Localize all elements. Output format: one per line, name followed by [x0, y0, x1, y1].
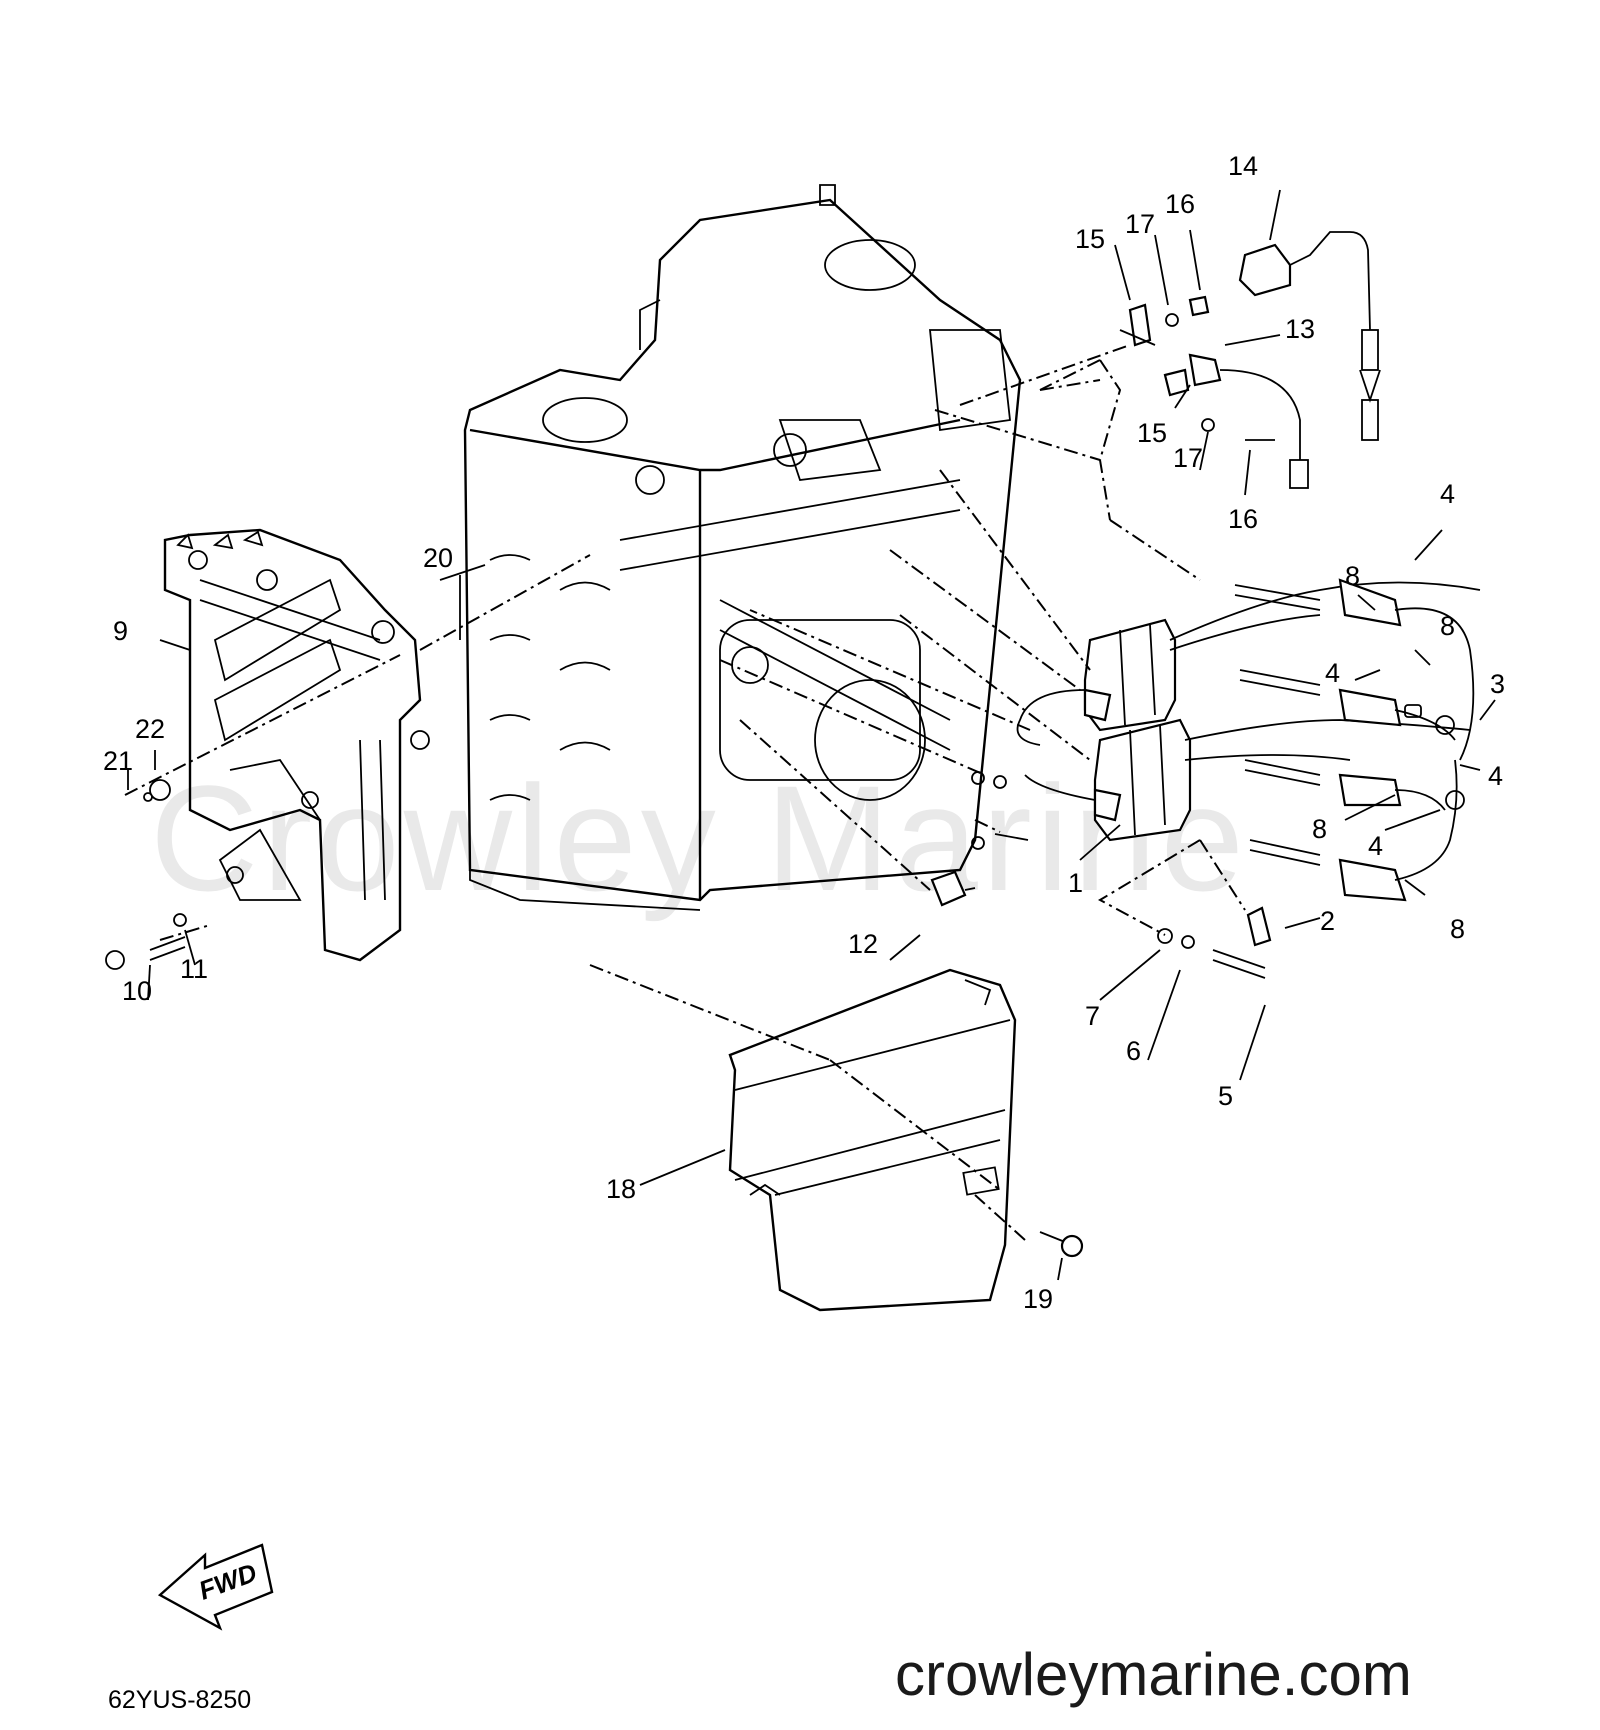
fwd-arrow-icon: FWD — [157, 1543, 274, 1631]
cover-part-18 — [728, 968, 1017, 1312]
callout-13: 13 — [1285, 314, 1315, 344]
callout-12: 12 — [848, 929, 878, 959]
callout-14: 14 — [1228, 151, 1258, 181]
callout-4d: 4 — [1368, 831, 1383, 861]
fasteners — [105, 295, 1275, 1258]
callout-16a: 16 — [1165, 189, 1195, 219]
sensor-part-12 — [930, 870, 976, 907]
site-url: crowleymarine.com — [895, 1641, 1412, 1708]
callout-4c: 4 — [1488, 761, 1503, 791]
callout-15a: 15 — [1075, 224, 1105, 254]
callout-8c: 8 — [1312, 814, 1327, 844]
callout-6: 6 — [1126, 1036, 1141, 1066]
ignition-coil-upper — [1016, 581, 1481, 746]
callout-7: 7 — [1085, 1001, 1100, 1031]
callout-20: 20 — [423, 543, 453, 573]
callout-15b: 15 — [1137, 418, 1167, 448]
callout-8b: 8 — [1440, 611, 1455, 641]
callout-8d: 8 — [1450, 914, 1465, 944]
callout-10: 10 — [122, 976, 152, 1006]
sensor-part-13 — [1188, 353, 1309, 489]
callout-22: 22 — [135, 714, 165, 744]
callout-17a: 17 — [1125, 209, 1155, 239]
leader-lines — [127, 189, 1496, 1281]
callout-3: 3 — [1490, 669, 1505, 699]
callouts: 1 2 3 4 4 4 4 5 6 7 8 8 8 8 9 10 11 12 1… — [103, 151, 1505, 1314]
callout-9: 9 — [113, 616, 128, 646]
callout-8a: 8 — [1345, 561, 1360, 591]
callout-5: 5 — [1218, 1081, 1233, 1111]
callout-1: 1 — [1068, 868, 1083, 898]
diagram-code: 62YUS-8250 — [108, 1686, 251, 1714]
callout-18: 18 — [606, 1174, 636, 1204]
spark-plug-caps — [1338, 578, 1475, 902]
watermark-text: Crowley Marine — [150, 754, 1248, 922]
spark-plugs — [1234, 584, 1422, 866]
callout-4b: 4 — [1325, 658, 1340, 688]
callout-4a: 4 — [1440, 479, 1455, 509]
callout-19: 19 — [1023, 1284, 1053, 1314]
sensor-part-14 — [1238, 231, 1381, 441]
callout-2: 2 — [1320, 906, 1335, 936]
callout-11: 11 — [180, 954, 208, 984]
callout-21: 21 — [103, 746, 133, 776]
assembly-lines — [124, 344, 1246, 1241]
ignition-coil-lower — [1024, 718, 1471, 842]
callout-17b: 17 — [1173, 443, 1203, 473]
callout-16b: 16 — [1228, 504, 1258, 534]
cylinder-block — [463, 184, 1022, 911]
bracket-part-9 — [163, 528, 430, 962]
